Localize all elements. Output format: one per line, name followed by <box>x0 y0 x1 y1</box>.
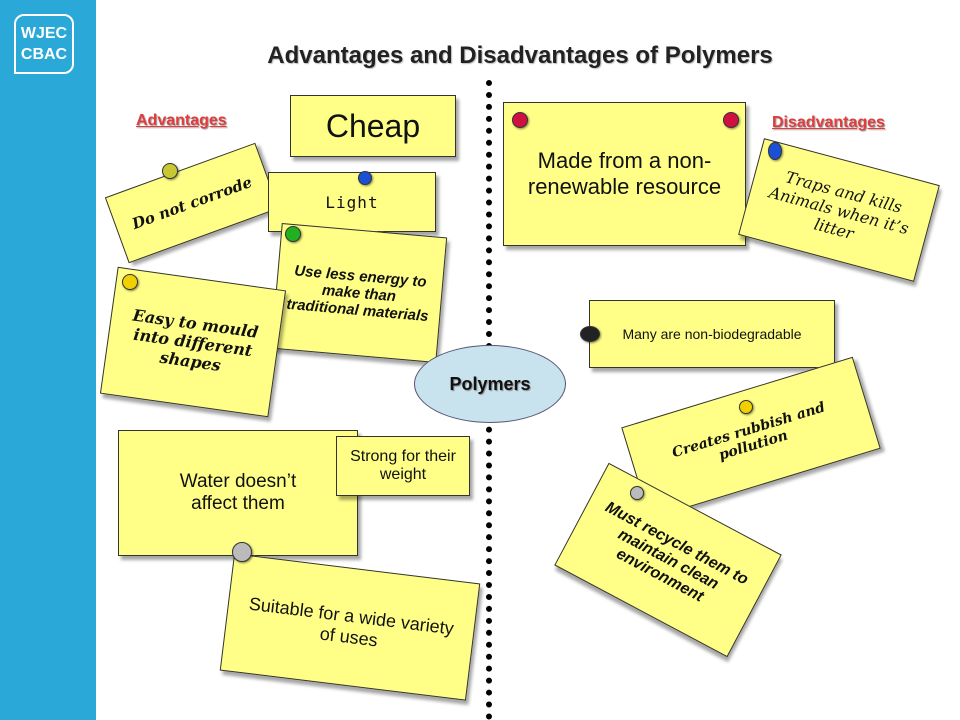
note-use-less-energy: Use less energy to make than traditional… <box>270 223 448 363</box>
note-light: Light <box>268 172 436 232</box>
logo-line2: CBAC <box>20 46 68 63</box>
sidebar: WJEC CBAC GCSE Additional Science Chapte… <box>0 0 160 720</box>
note-non-biodegradable: Many are non-biodegradable <box>589 300 835 368</box>
pin-icon <box>162 163 178 179</box>
note-non-renewable: Made from a non-renewable resource <box>503 102 746 246</box>
pin-icon <box>630 486 644 500</box>
pin-icon <box>512 112 528 128</box>
page-title: Advantages and Disadvantages of Polymers <box>267 42 773 69</box>
pin-icon <box>122 274 138 290</box>
pin-icon <box>232 542 252 562</box>
pin-icon <box>768 142 782 160</box>
note-water-doesnt-affect: Water doesn’t affect them <box>118 430 358 556</box>
note-cheap: Cheap <box>290 95 456 157</box>
pin-icon <box>739 400 753 414</box>
pin-icon <box>358 171 372 185</box>
pin-icon <box>580 326 600 342</box>
pin-icon <box>723 112 739 128</box>
logo-line1: WJEC <box>20 25 68 42</box>
note-traps-kills: Traps and kills Animals when it’s litter <box>738 138 940 282</box>
center-polymers-ellipse: Polymers <box>414 345 566 423</box>
note-strong-for-weight: Strong for their weight <box>336 436 470 496</box>
disadvantages-heading: Disadvantages <box>772 114 885 131</box>
note-suitable-variety: Suitable for a wide variety of uses <box>219 553 481 701</box>
pin-icon <box>285 226 301 242</box>
note-do-not-corrode: Do not corrode <box>104 142 280 264</box>
advantages-heading: Advantages <box>136 112 227 129</box>
wjec-logo: WJEC CBAC <box>14 14 74 74</box>
